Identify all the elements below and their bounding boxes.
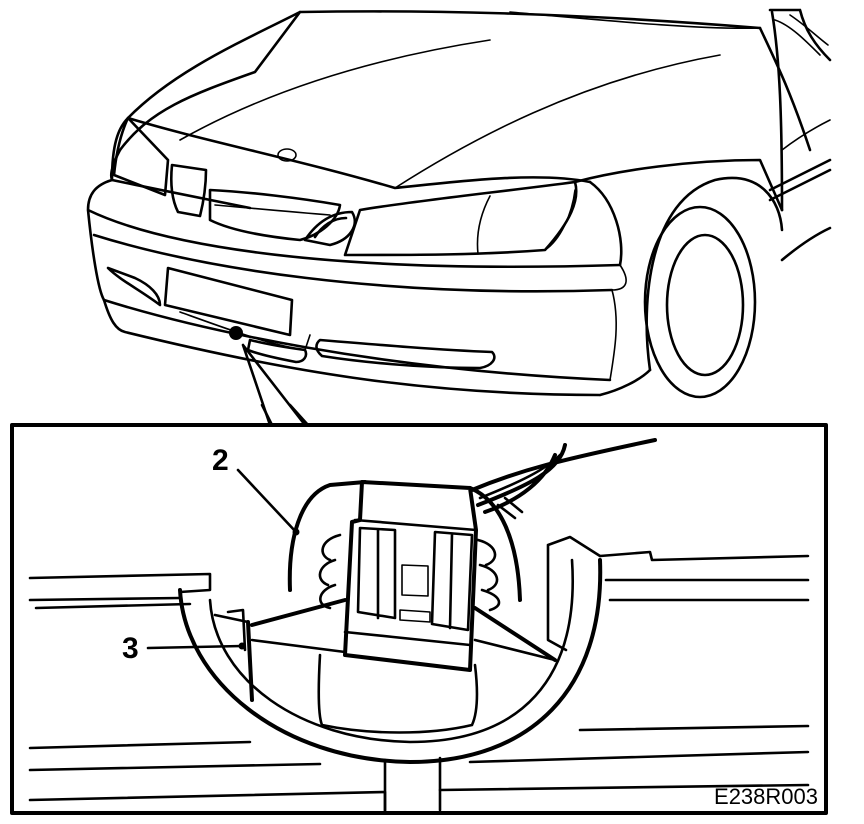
indicator-right (303, 210, 357, 247)
hood-line-top (509, 11, 761, 30)
connector-body (343, 480, 478, 672)
bumper-top (86, 178, 622, 302)
connector-top-band (353, 518, 478, 532)
door-line (781, 119, 831, 151)
figure-code: E238R003 (714, 784, 818, 809)
bumper-right-edge (609, 264, 627, 381)
bumper-vent-left (106, 266, 162, 307)
hood-outline (118, 10, 762, 190)
callout-2: 2 (212, 444, 229, 477)
sensor-stem (383, 756, 442, 812)
wire-harness-inner (478, 453, 562, 500)
sensor-body-lower (317, 653, 479, 734)
housing-right-tab (546, 535, 602, 652)
side-trim (768, 158, 832, 262)
cable-gland (496, 496, 524, 520)
leader-dot-3 (238, 642, 246, 650)
sensor-housing-inner (208, 558, 575, 744)
hood-crease-center (394, 54, 721, 189)
connector-latch-right (430, 530, 474, 632)
leader-line-2 (236, 468, 298, 534)
mounting-plate (246, 598, 557, 702)
front-rim (665, 233, 745, 377)
connector-cable-sheath (287, 480, 522, 602)
detail-inset: 2 3 E238R003 (10, 403, 828, 815)
licence-plate (163, 266, 294, 337)
grille-slat (214, 204, 331, 216)
connector-base (343, 630, 472, 647)
callout-3: 3 (122, 632, 139, 665)
sensor-location-dot (229, 326, 243, 340)
leader-dot-2 (292, 528, 300, 536)
windshield-wiper (774, 14, 829, 56)
hood-emblem (277, 148, 297, 162)
grille-outer (169, 163, 208, 218)
front-tyre (643, 205, 757, 399)
sensor-housing-outer (178, 558, 603, 764)
connector-window (399, 564, 431, 623)
connector-ribs-left (318, 533, 342, 610)
zoom-pointer-join (260, 403, 310, 427)
connector-ribs-right (476, 538, 501, 612)
hood-crease-left (179, 39, 491, 141)
windshield-frame (758, 8, 832, 212)
mounting-plate-inner (213, 608, 557, 662)
car-front-illustration (86, 8, 832, 399)
bumper-vent-center (246, 338, 308, 364)
leader-line-3 (146, 644, 244, 650)
wire-harness (470, 438, 657, 514)
bumper-cutout-lines (28, 550, 810, 610)
bumper-vent-right (315, 338, 496, 370)
connector-latch-left (356, 526, 397, 620)
bumper-bottom (102, 298, 652, 397)
bumper-middle (92, 233, 614, 382)
inset-frame (10, 423, 828, 815)
headlight-left (112, 116, 170, 197)
bumper-lower-lines (28, 724, 810, 814)
indicator-right-inner (313, 216, 348, 239)
headlight-right-lens (476, 189, 576, 255)
headlight-right (343, 180, 578, 257)
